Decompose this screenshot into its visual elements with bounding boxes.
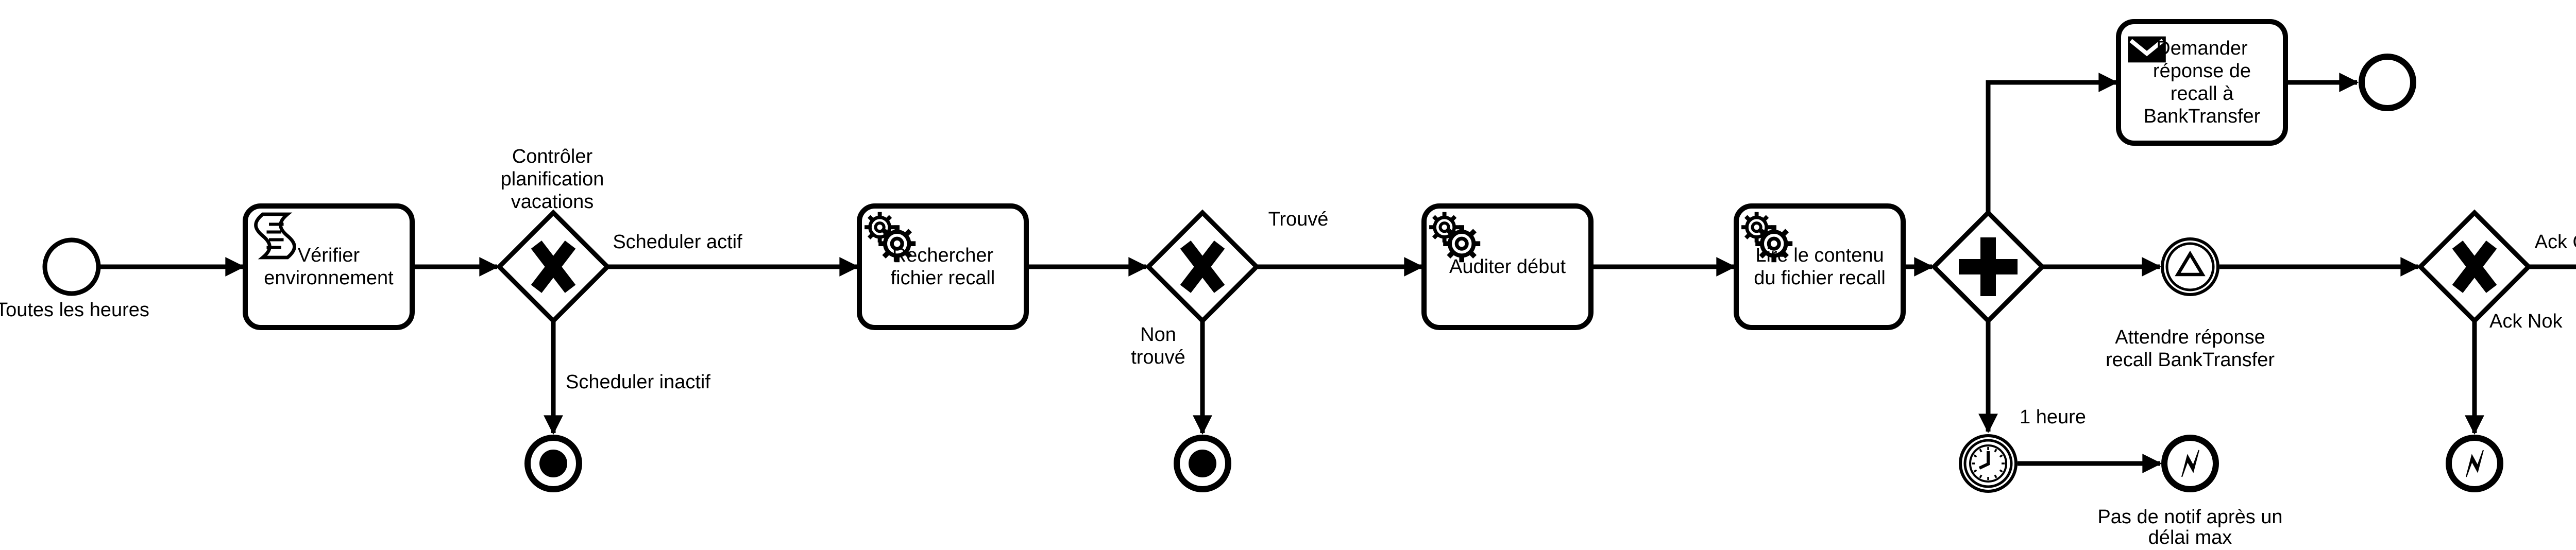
gateway-parallel-fork[interactable]	[1930, 209, 2046, 324]
task-demander-reponse-recall[interactable]	[2116, 19, 2288, 146]
signal-triangle-icon	[2175, 250, 2206, 277]
gateway-ack[interactable]	[2417, 209, 2532, 324]
end-event-terminate-scheduler-inactif[interactable]	[528, 438, 579, 489]
flow-label-non-trouve: Non trouvé	[1131, 324, 1185, 368]
end-event-error-pas-de-notif[interactable]	[2161, 435, 2219, 492]
end-event-error-ack-nok[interactable]	[2446, 435, 2503, 492]
gateway-controler-planification[interactable]	[496, 209, 611, 324]
start-event-toutes-les-heures[interactable]	[42, 237, 101, 296]
task-auditer-debut[interactable]	[1421, 203, 1594, 330]
event-timer-1-heure[interactable]	[1959, 434, 2018, 493]
task-verifier-environnement[interactable]	[243, 203, 415, 330]
flow-label-ack-nok: Ack Nok	[2489, 311, 2563, 332]
task-rechercher-fichier-recall[interactable]	[857, 203, 1029, 330]
flow-fork-to-demander[interactable]	[1986, 73, 2119, 213]
event-pas-de-notif-label: Pas de notif après un délai max	[2097, 506, 2283, 548]
flow-label-trouve: Trouvé	[1268, 209, 1329, 230]
clock-icon	[1970, 445, 2006, 482]
gateway-fichier-trouve[interactable]	[1145, 209, 1260, 324]
flow-label-scheduler-actif: Scheduler actif	[613, 231, 742, 253]
gateway-planification-label: Contrôler planification vacations	[500, 146, 604, 213]
flow-label-scheduler-inactif: Scheduler inactif	[566, 371, 710, 393]
event-attendre-reponse-signal[interactable]	[2161, 237, 2219, 296]
event-attendre-label: Attendre réponse recall BankTransfer	[2105, 326, 2275, 371]
task-lire-contenu-fichier-recall[interactable]	[1734, 203, 1906, 330]
end-event-terminate-non-trouve[interactable]	[1177, 438, 1228, 489]
flow-label-ack-ok: Ack OK	[2534, 231, 2576, 253]
event-timer-label: 1 heure	[2020, 406, 2086, 428]
envelope-icon	[2128, 37, 2166, 63]
end-event-demander-reponse[interactable]	[2359, 54, 2416, 111]
start-event-label: Toutes les heures	[0, 299, 149, 321]
